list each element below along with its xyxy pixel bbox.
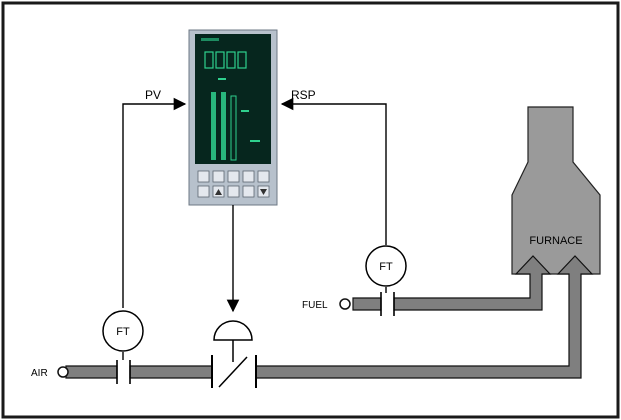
pv-label: PV: [145, 88, 161, 102]
flow-transmitter-fuel-icon: [365, 245, 407, 287]
control-valve-icon: [211, 320, 257, 388]
air-inlet: [57, 366, 69, 378]
ft-fuel-label: FT: [379, 261, 393, 273]
ft-air-label: FT: [116, 326, 130, 338]
controller-screen: [195, 34, 271, 164]
rsp-signal-line: [280, 97, 387, 245]
process-controller-icon: [188, 29, 278, 206]
furnace: [511, 106, 601, 275]
flow-transmitter-air-icon: [102, 310, 144, 352]
air-label: AIR: [31, 368, 48, 379]
fuel-inlet: [339, 298, 351, 310]
rsp-label: RSP: [291, 88, 316, 102]
fuel-pipe: [352, 255, 552, 311]
fuel-label: FUEL: [302, 300, 328, 311]
furnace-label: FURNACE: [529, 235, 582, 247]
pv-signal-line: [122, 97, 187, 308]
air-pipe: [65, 255, 594, 379]
